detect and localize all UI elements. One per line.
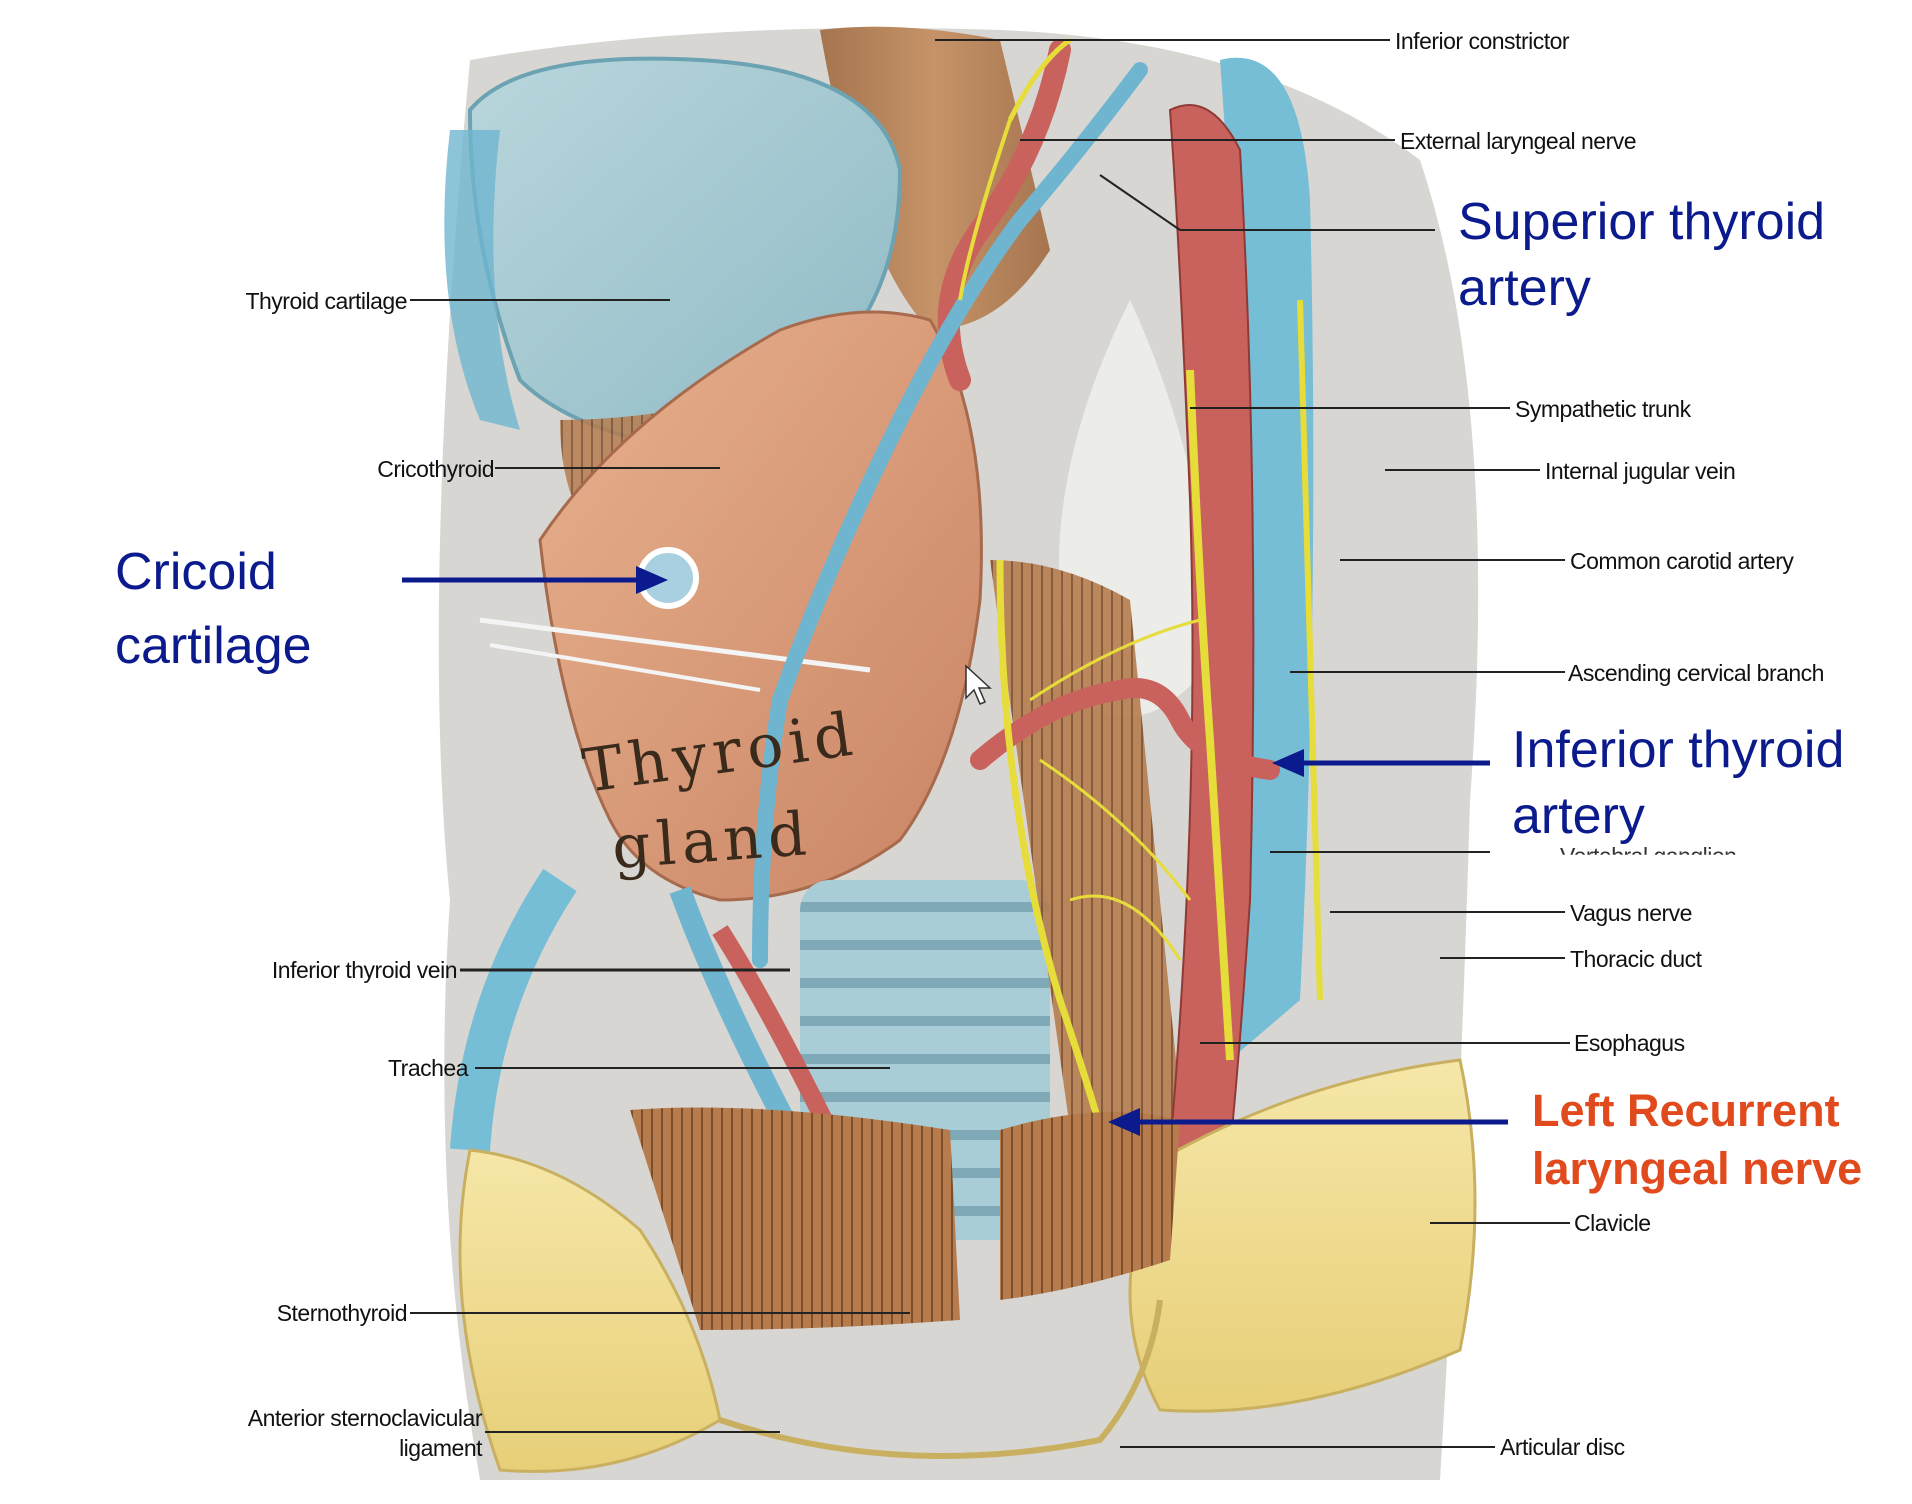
annotation-superior-thyroid-1: Superior thyroid: [1458, 193, 1826, 251]
label-anterior-sternoclavicular: Anterior sternoclavicular: [247, 1405, 483, 1431]
annotation-inferior-thyroid-2: artery: [1512, 787, 1645, 845]
label-articular-disc: Articular disc: [1500, 1434, 1625, 1460]
cricoid-arrow: [402, 566, 668, 594]
label-thyroid-cartilage: Thyroid cartilage: [245, 288, 407, 314]
clavicle-shape: [1128, 1058, 1477, 1413]
label-vertebral-ganglion: Vertebral ganglion: [1560, 843, 1737, 869]
carotid-shape: [1168, 104, 1255, 1151]
recurrent-nerve-arrow: [1108, 1108, 1508, 1136]
cursor-icon: [965, 664, 992, 705]
label-cricothyroid: Cricothyroid: [377, 456, 494, 482]
label-esophagus: Esophagus: [1574, 1030, 1685, 1056]
annotation-cricoid-2: cartilage: [115, 617, 312, 675]
label-internal-jugular-vein: Internal jugular vein: [1545, 458, 1736, 484]
label-sympathetic-trunk: Sympathetic trunk: [1515, 396, 1691, 422]
annotation-inferior-thyroid-1: Inferior thyroid: [1512, 718, 1845, 782]
handwritten-gland: gland: [609, 799, 815, 883]
inferior-thyroid-arrow: [1272, 749, 1490, 777]
label-thoracic-duct: Thoracic duct: [1570, 946, 1702, 972]
label-sternothyroid: Sternothyroid: [276, 1300, 408, 1326]
label-ascending-cervical-branch: Ascending cervical branch: [1568, 660, 1824, 686]
label-clavicle: Clavicle: [1574, 1210, 1651, 1236]
label-common-carotid-artery: Common carotid artery: [1570, 548, 1794, 574]
annotation-cricoid-1: Cricoid: [115, 543, 277, 601]
label-trachea: Trachea: [387, 1055, 469, 1081]
annotation-superior-thyroid-2: artery: [1458, 259, 1591, 317]
label-inferior-constrictor: Inferior constrictor: [1395, 28, 1570, 54]
sternum-shape: [458, 1148, 722, 1473]
sternothyroid-shape: [630, 1107, 960, 1330]
annotation-left-recurrent-2: laryngeal nerve: [1532, 1143, 1863, 1194]
label-vagus-nerve: Vagus nerve: [1570, 900, 1692, 926]
annotation-left-recurrent-1: Left Recurrent: [1532, 1085, 1840, 1136]
label-ligament: ligament: [399, 1435, 482, 1461]
thyroid-gland-shape: [538, 310, 983, 902]
label-external-laryngeal-nerve: External laryngeal nerve: [1400, 128, 1637, 154]
label-inferior-thyroid-vein: Inferior thyroid vein: [271, 957, 458, 983]
